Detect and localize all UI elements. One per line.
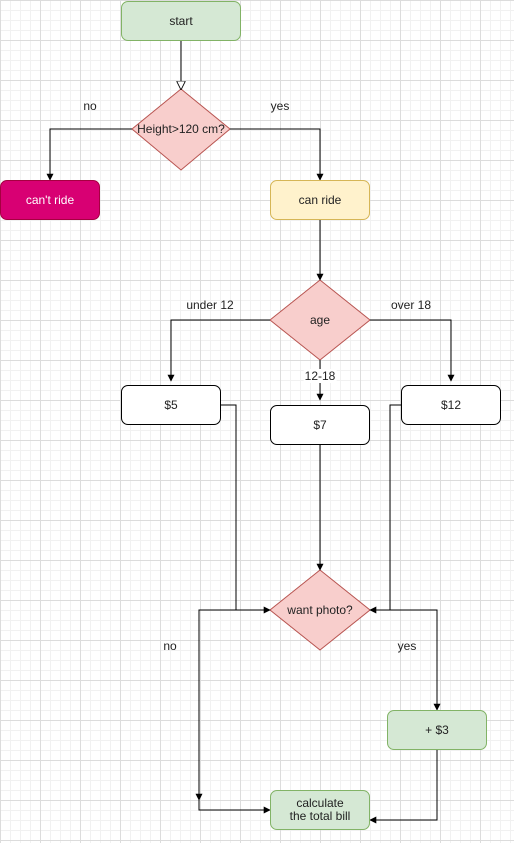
label-height-no: no xyxy=(83,99,97,113)
label-age-under-12: under 12 xyxy=(186,298,234,312)
add-3-node[interactable]: + $3 xyxy=(387,710,487,750)
edge-height-no xyxy=(46,128,132,181)
height-decision-shape[interactable] xyxy=(131,88,231,171)
price-5-node[interactable]: $5 xyxy=(121,385,221,425)
edge-photo-yes xyxy=(370,609,441,711)
label-photo-no: no xyxy=(163,639,177,653)
start-node[interactable]: start xyxy=(121,1,241,41)
height-decision-label: Height>120 cm? xyxy=(137,122,225,136)
edge-photo-no xyxy=(198,609,271,814)
price-12-node[interactable]: $12 xyxy=(401,385,501,425)
edge-add3-calc xyxy=(369,750,438,824)
age-decision-label: age xyxy=(309,313,331,327)
label-age-over-18: over 18 xyxy=(390,298,432,312)
edge-height-yes xyxy=(230,128,324,181)
edge-age-under12 xyxy=(167,319,270,382)
calculate-label: calculate the total bill xyxy=(289,796,351,823)
price-7-node[interactable]: $7 xyxy=(270,405,370,445)
photo-decision-label: want photo? xyxy=(287,603,353,617)
label-height-yes: yes xyxy=(270,99,290,113)
edge-5-photo xyxy=(200,404,271,614)
can-ride-node[interactable]: can ride xyxy=(270,180,370,220)
calculate-node[interactable]: calculate the total bill xyxy=(270,790,370,830)
edge-12-photo xyxy=(369,404,401,614)
photo-decision-shape[interactable] xyxy=(269,569,371,651)
label-photo-yes: yes xyxy=(397,639,417,653)
edge-age-over18 xyxy=(370,319,455,382)
label-age-12-18: 12-18 xyxy=(303,369,337,383)
cant-ride-node[interactable]: can't ride xyxy=(0,180,100,220)
